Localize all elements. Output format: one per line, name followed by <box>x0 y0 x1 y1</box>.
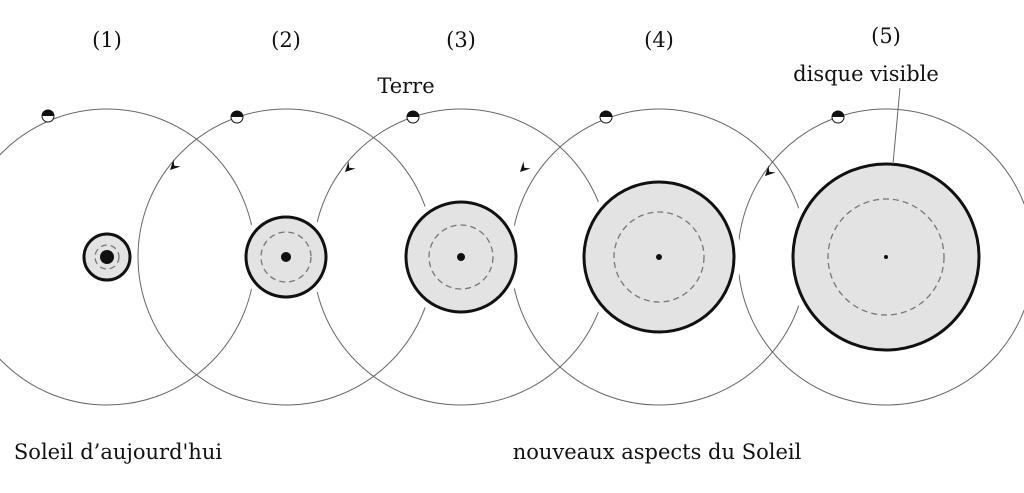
sun-center-dot <box>281 252 291 262</box>
sun-center-dot <box>457 253 465 261</box>
stage-label-3: (3) <box>446 28 476 52</box>
orbit-direction-arrow-icon <box>170 159 181 170</box>
orbit-direction-arrow-icon <box>765 165 776 176</box>
orbit-direction-arrow-icon <box>520 161 531 172</box>
earth-lit-half <box>600 111 612 117</box>
sun-core-dashed <box>260 231 312 283</box>
stage-label-2: (2) <box>271 28 301 52</box>
stage-label-5: (5) <box>871 24 901 48</box>
stage-label-1: (1) <box>92 28 122 52</box>
earth-lit-half <box>832 111 844 117</box>
sun-center-dot <box>100 250 114 264</box>
orbit-direction-arrow-icon <box>345 161 356 172</box>
earth-lit-half <box>231 111 243 117</box>
earth-lit-half <box>407 111 419 117</box>
sun-core-dashed <box>428 224 494 290</box>
visible-disk-pointer <box>892 87 901 165</box>
sun-core-dashed <box>827 198 945 316</box>
earth-lit-half <box>42 110 54 116</box>
sun-core-dashed <box>613 211 705 303</box>
new-aspects-label: nouveaux aspects du Soleil <box>512 440 802 464</box>
sun-core-dashed <box>94 244 120 270</box>
sun-center-dot <box>884 255 888 259</box>
today-sun-label: Soleil d’aujourd'hui <box>13 440 223 464</box>
earth-label: Terre <box>377 74 435 98</box>
stage-label-4: (4) <box>644 28 674 52</box>
visible-disk-label: disque visible <box>793 62 939 86</box>
sun-center-dot <box>656 254 662 260</box>
